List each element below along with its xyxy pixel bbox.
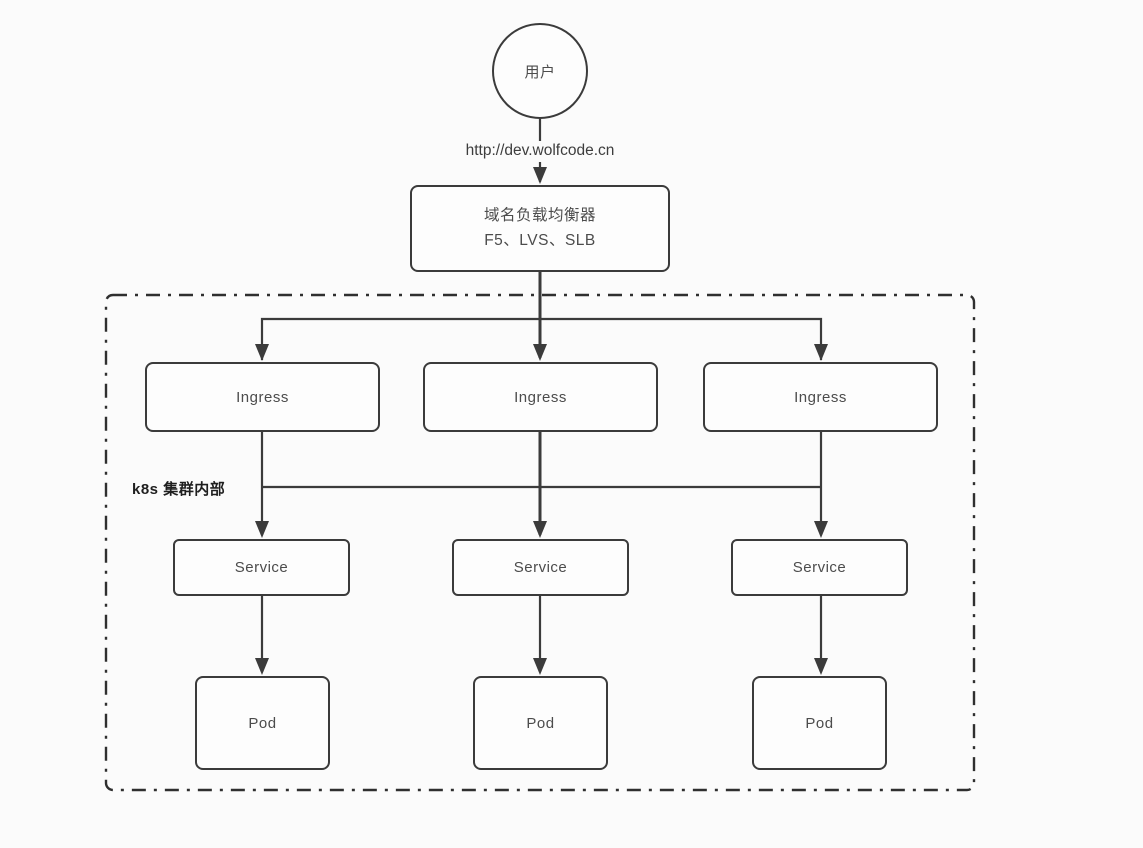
cluster-label: k8s 集群内部 bbox=[132, 476, 230, 501]
ingress-node-1: Ingress bbox=[145, 362, 380, 432]
service-node-3-label: Service bbox=[792, 559, 847, 576]
load-balancer-title: 域名负载均衡器 bbox=[483, 207, 596, 225]
arrows-service-to-pod bbox=[255, 596, 828, 675]
arrow-lb-to-ingress-middle bbox=[533, 272, 547, 361]
ingress-node-3: Ingress bbox=[703, 362, 938, 432]
ingress-node-2: Ingress bbox=[423, 362, 658, 432]
ingress-node-2-label: Ingress bbox=[514, 388, 567, 406]
pod-node-1-label: Pod bbox=[248, 714, 277, 732]
ingress-node-3-label: Ingress bbox=[794, 388, 847, 406]
user-node-label: 用户 bbox=[524, 63, 556, 81]
service-node-1-label: Service bbox=[234, 559, 289, 576]
pod-node-3: Pod bbox=[752, 676, 887, 770]
service-node-1: Service bbox=[173, 539, 350, 596]
service-node-2-label: Service bbox=[513, 559, 568, 576]
ingress-service-bus bbox=[255, 432, 828, 538]
load-balancer-subtitle: F5、LVS、SLB bbox=[484, 231, 596, 249]
cluster-boundary bbox=[104, 293, 976, 792]
pod-node-2-label: Pod bbox=[526, 714, 555, 732]
user-node: 用户 bbox=[492, 23, 588, 119]
service-node-3: Service bbox=[731, 539, 908, 596]
pod-node-2: Pod bbox=[473, 676, 608, 770]
load-balancer-node: 域名负载均衡器 F5、LVS、SLB bbox=[410, 185, 670, 272]
ingress-node-1-label: Ingress bbox=[236, 388, 289, 406]
service-node-2: Service bbox=[452, 539, 629, 596]
pod-node-1: Pod bbox=[195, 676, 330, 770]
pod-node-3-label: Pod bbox=[805, 714, 834, 732]
branch-lb-to-ingress-sides bbox=[255, 317, 828, 361]
url-label: http://dev.wolfcode.cn bbox=[420, 141, 660, 162]
